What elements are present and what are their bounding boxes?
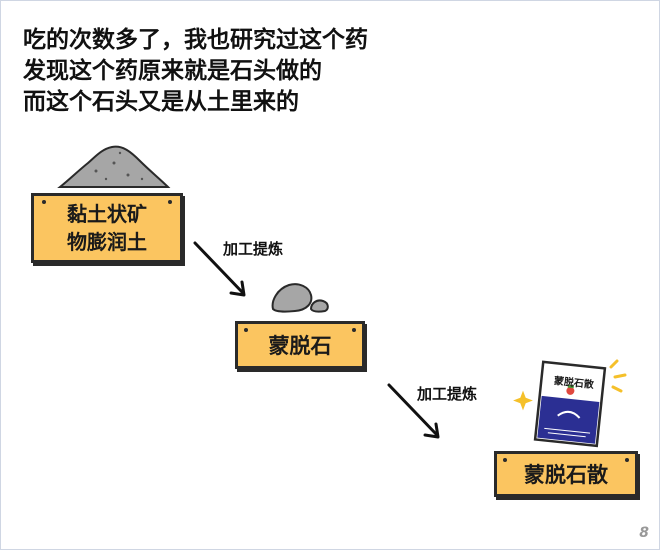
montmorillonite-label: 蒙脱石 bbox=[268, 334, 332, 358]
sign-pin bbox=[168, 200, 172, 204]
rock-illustration bbox=[271, 283, 329, 313]
clay-pile-illustration bbox=[57, 145, 171, 188]
arrow-down-right-icon bbox=[387, 383, 440, 439]
arrow-down-right-icon bbox=[193, 241, 246, 297]
page-number: 8 bbox=[639, 525, 649, 541]
smecta-powder-label: 蒙脱石散 bbox=[524, 463, 608, 487]
intro-line-2: 发现这个药原来就是石头做的 bbox=[23, 58, 322, 84]
processing-label-1: 加工提炼 bbox=[223, 240, 284, 258]
processing-label-2: 加工提炼 bbox=[417, 385, 478, 403]
clay-sign-line-2: 物膨润土 bbox=[67, 230, 147, 254]
sign-pin bbox=[244, 328, 248, 332]
clay-sign-line-1: 黏土状矿 bbox=[67, 202, 147, 226]
intro-line-3: 而这个石头又是从土里来的 bbox=[23, 89, 299, 115]
sign-pin bbox=[503, 458, 507, 462]
sign-pin bbox=[42, 200, 46, 204]
sign-pin bbox=[352, 328, 356, 332]
intro-text: 吃的次数多了，我也研究过这个药 发现这个药原来就是石头做的 而这个石头又是从土里… bbox=[23, 25, 368, 118]
intro-line-1: 吃的次数多了，我也研究过这个药 bbox=[23, 27, 368, 53]
sign-pin bbox=[625, 458, 629, 462]
smecta-powder-sign: 蒙脱石散 bbox=[494, 451, 638, 497]
montmorillonite-sign: 蒙脱石 bbox=[235, 321, 365, 369]
clay-mineral-sign: 黏土状矿 物膨润土 bbox=[31, 193, 183, 263]
medicine-packet-illustration bbox=[513, 359, 627, 448]
